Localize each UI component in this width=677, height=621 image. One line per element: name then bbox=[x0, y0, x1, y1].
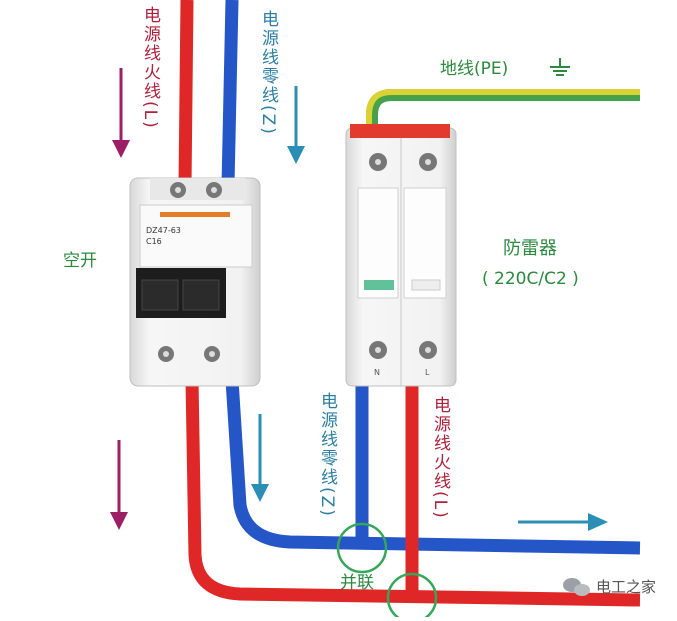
spd-model: ( 220C/C2 ) bbox=[482, 269, 579, 289]
ground-label: 地线(PE) bbox=[440, 59, 508, 79]
parallel-junction-circle bbox=[386, 572, 438, 621]
neutral-top-label: 电源线零线(Z) bbox=[258, 10, 279, 136]
live-bottom-label: 电源线火线(L) bbox=[430, 396, 451, 520]
breaker-label: 空开 bbox=[63, 251, 97, 271]
parallel-junction-circle bbox=[336, 522, 388, 574]
watermark: 电工之家 bbox=[596, 578, 656, 596]
right-arrow-icon bbox=[518, 513, 608, 531]
surge-protector: N L bbox=[345, 124, 457, 387]
neutral-bottom-label: 电源线零线(Z) bbox=[317, 392, 338, 518]
circuit-breaker: DZ47-63 C16 bbox=[129, 177, 261, 387]
down-arrow-icon bbox=[287, 86, 305, 164]
ground-wire bbox=[366, 89, 640, 128]
breaker-rating: C16 bbox=[146, 237, 162, 246]
ground-symbol-icon bbox=[550, 58, 570, 76]
live-wire-bottom bbox=[185, 379, 641, 607]
spd-terminal-l: L bbox=[425, 368, 430, 377]
down-arrow-icon bbox=[251, 414, 269, 502]
parallel-label: 并联 bbox=[340, 573, 374, 593]
down-arrow-icon bbox=[110, 440, 128, 530]
wechat-icon bbox=[563, 578, 590, 596]
spd-terminal-n: N bbox=[374, 368, 380, 377]
breaker-model: DZ47-63 bbox=[146, 226, 181, 235]
live-wire-top bbox=[178, 0, 194, 186]
live-top-label: 电源线火线(L) bbox=[140, 6, 161, 130]
spd-title: 防雷器 bbox=[503, 238, 557, 259]
neutral-wire-top bbox=[221, 0, 239, 186]
neutral-wire-bottom bbox=[225, 379, 641, 555]
down-arrow-icon bbox=[112, 68, 130, 158]
